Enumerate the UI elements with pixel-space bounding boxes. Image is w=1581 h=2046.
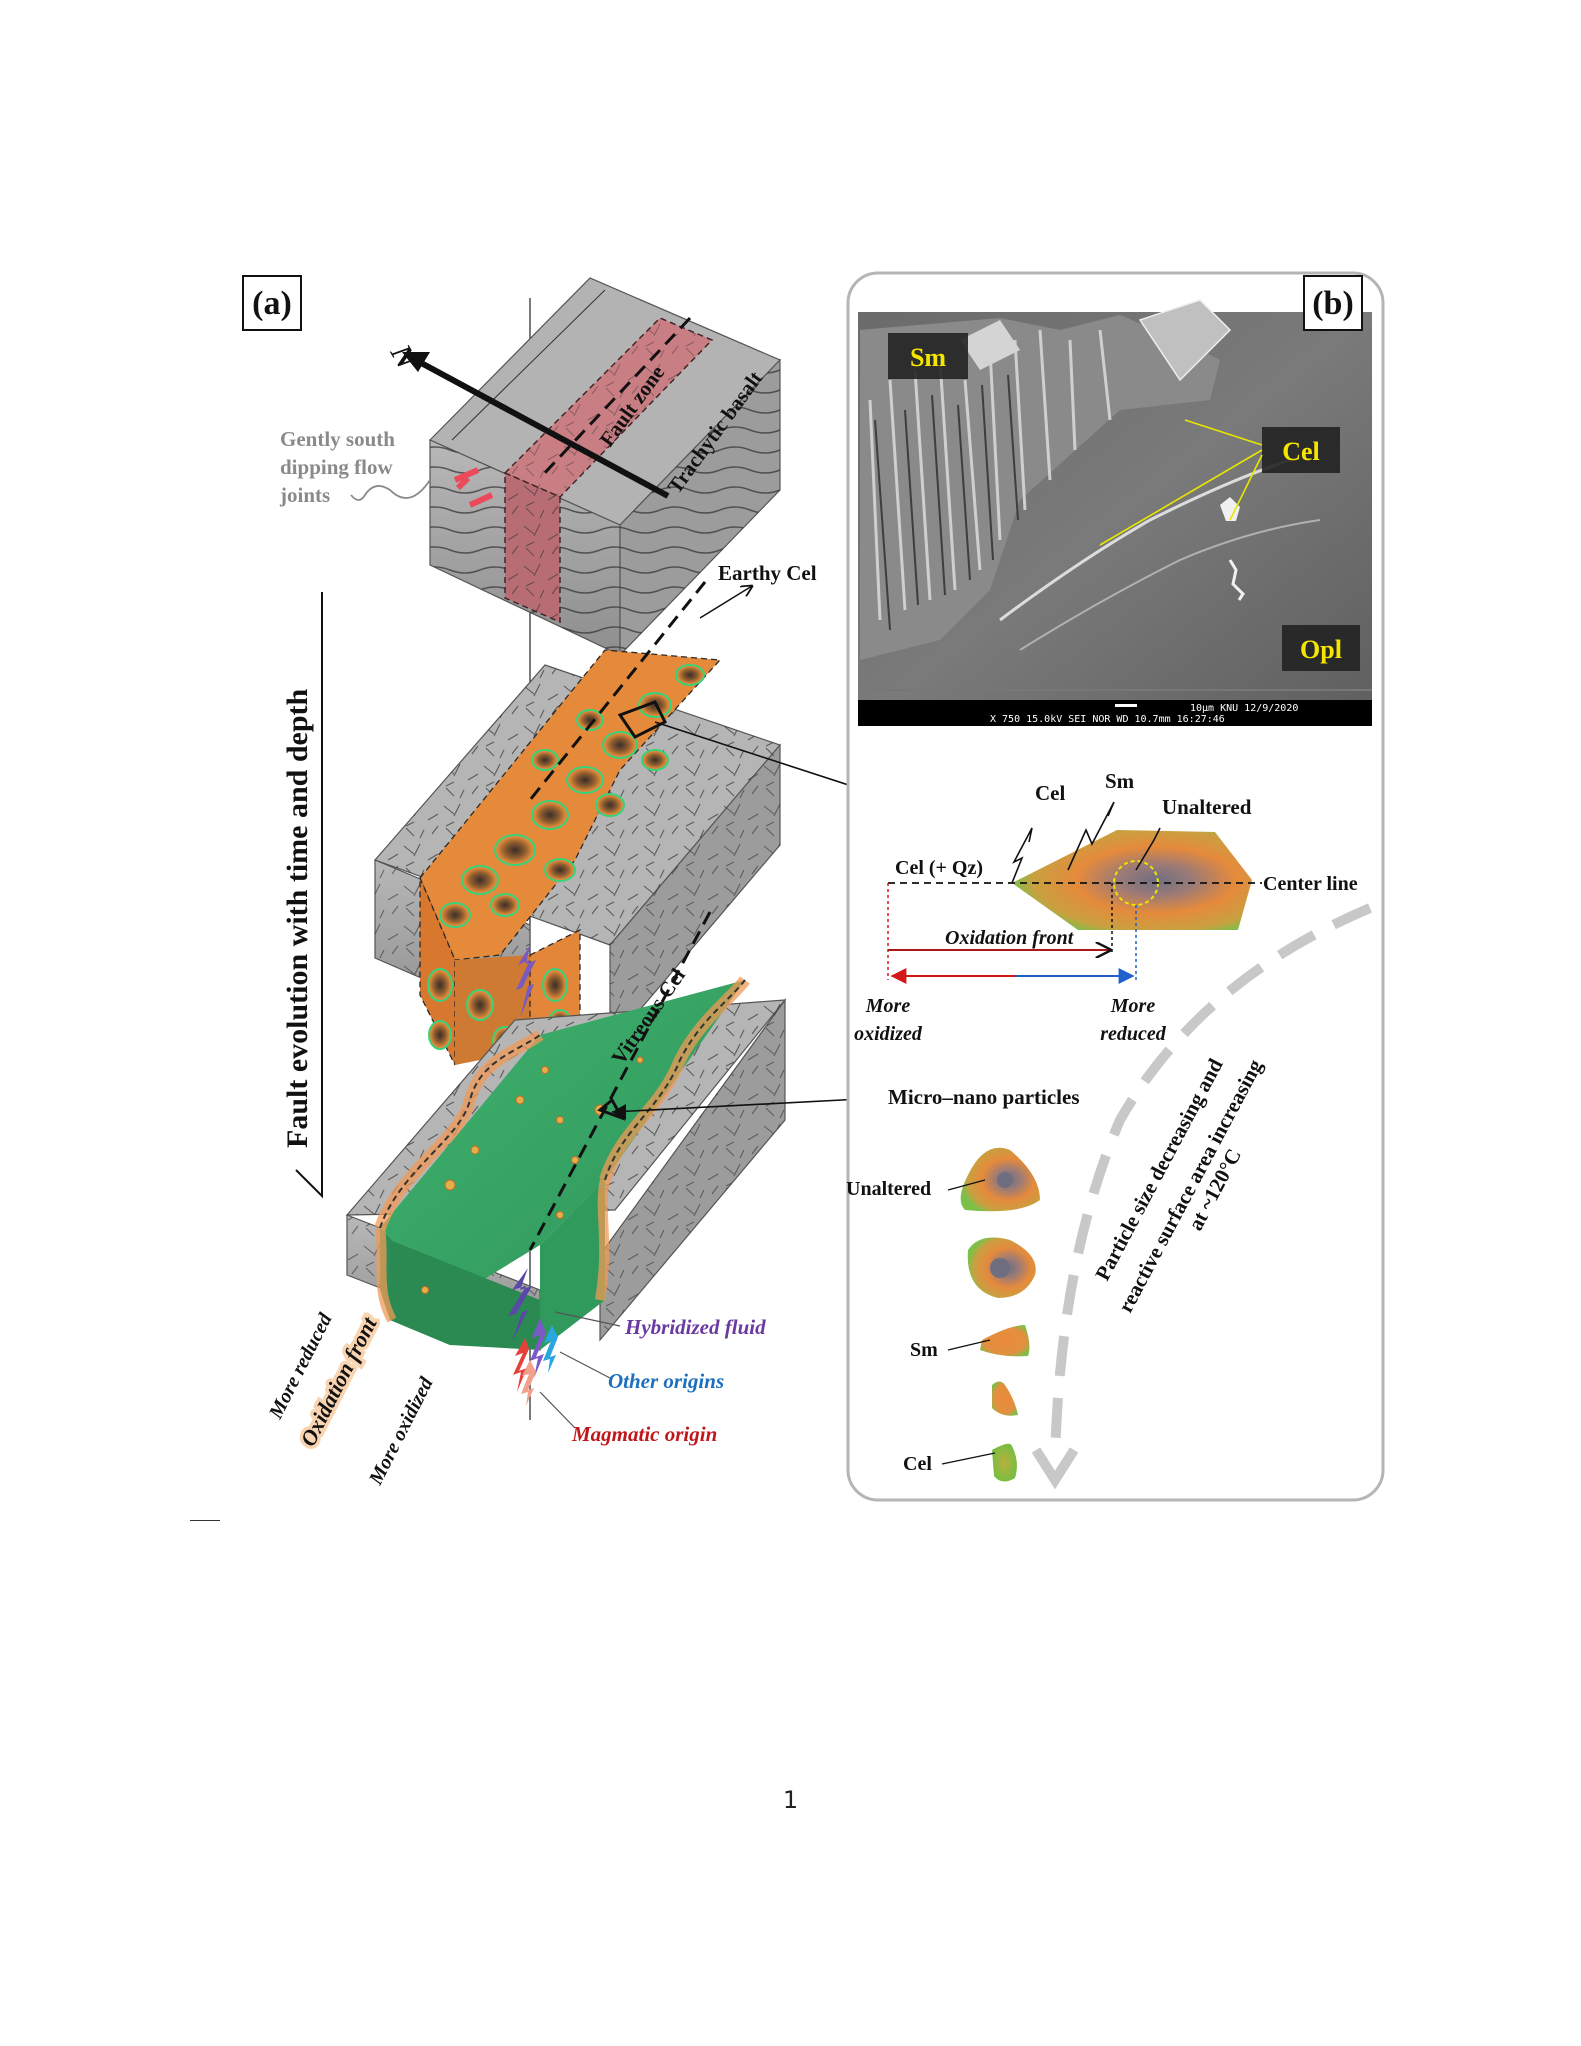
flow-joints-pointer: [350, 479, 431, 501]
grain-schematic: Cel Sm Unaltered Cel (+ Qz) Center line …: [854, 769, 1358, 1045]
panel-b: 10µm KNU 12/9/2020 X 750 15.0kV SEI NOR …: [846, 271, 1385, 1502]
evolution-axis-label: Fault evolution with time and depth: [281, 688, 314, 1148]
grain-cel-qz-label: Cel (+ Qz): [895, 857, 983, 879]
grain-more-oxidized-label-1: More: [865, 995, 911, 1017]
grain-unaltered-label: Unaltered: [1162, 795, 1252, 819]
particle-sm-label: Sm: [910, 1339, 938, 1361]
shear-sense-icon: [453, 467, 494, 508]
trend-arc-arrow: [1050, 903, 1372, 1461]
flow-joints-label-1: Gently south: [280, 427, 395, 451]
particle-small: [992, 1381, 1018, 1416]
footnote-rule: [190, 1520, 220, 1521]
panel-b-tag: (b): [1312, 285, 1354, 322]
particle-cel: [992, 1443, 1017, 1482]
block-top-trachytic-basalt: [428, 277, 782, 657]
particle-cel-label: Cel: [903, 1453, 932, 1475]
particle-sequence: Micro–nano particles Unaltered Sm Cel: [846, 1085, 1080, 1482]
particle-sm: [980, 1325, 1030, 1357]
grain-more-reduced-label-1: More: [1110, 995, 1156, 1017]
evolution-axis-line: [295, 592, 323, 1199]
earthy-cel-label: Earthy Cel: [718, 561, 817, 585]
sem-image: 10µm KNU 12/9/2020 X 750 15.0kV SEI NOR …: [858, 275, 1372, 726]
sem-info-top: 10µm KNU 12/9/2020: [1190, 703, 1298, 714]
page-number: 1: [782, 1786, 799, 1814]
panel-a: (a) N Fault zone Trachytic basalt Gen: [242, 275, 1002, 1489]
sem-opl-label: Opl: [1300, 635, 1342, 664]
fault-trace-middle: [528, 581, 707, 801]
flow-joints-label-3: joints: [279, 483, 330, 507]
grain-more-reduced-label-2: reduced: [1100, 1023, 1167, 1045]
grain-shape: [1012, 830, 1252, 930]
fault-trace-top: [538, 316, 692, 480]
magmatic-origin-label: Magmatic origin: [571, 1422, 717, 1446]
fault-trace-bottom: [528, 911, 712, 1251]
connector-particle-arrow: [611, 1098, 880, 1113]
north-arrow: [410, 355, 670, 499]
panel-b-tag-box: [1303, 275, 1363, 331]
grain-oxidation-front-label: Oxidation front: [945, 927, 1075, 949]
panel-a-tag-box: [242, 275, 302, 331]
particles-title: Micro–nano particles: [888, 1085, 1080, 1109]
panel-a-tag: (a): [252, 285, 292, 322]
grain-center-line-label: Center line: [1263, 873, 1358, 895]
block-bottom-vitreous-cel: [345, 976, 787, 1351]
trend-arrow-head-icon: [1031, 1447, 1079, 1490]
north-arrow-head-icon: [402, 352, 430, 372]
more-oxidized-label: More oxidized: [364, 1373, 438, 1489]
particle-pointer-icon: [597, 1097, 626, 1121]
sem-cel-label: Cel: [1282, 437, 1320, 466]
sem-sm-label: Sm: [910, 343, 946, 372]
sem-info-bottom: X 750 15.0kV SEI NOR WD 10.7mm 16:27:46: [990, 714, 1225, 725]
other-origins-label: Other origins: [608, 1369, 724, 1393]
particle-unaltered-label: Unaltered: [846, 1178, 931, 1200]
fluid-sources-icon: [508, 1268, 558, 1406]
grain-more-oxidized-label-2: oxidized: [854, 1023, 923, 1045]
earthy-cel-arrow: [699, 586, 752, 619]
grain-sm-label: Sm: [1105, 769, 1135, 793]
hybridized-fluid-label: Hybridized fluid: [624, 1315, 766, 1339]
grain-cel-label: Cel: [1035, 781, 1065, 805]
flow-joints-label-2: dipping flow: [280, 455, 393, 479]
fluid-symbol-upper-icon: [516, 945, 536, 1018]
vitreous-cel-band: [380, 980, 745, 1300]
grain-pointer-icon: [617, 700, 668, 739]
